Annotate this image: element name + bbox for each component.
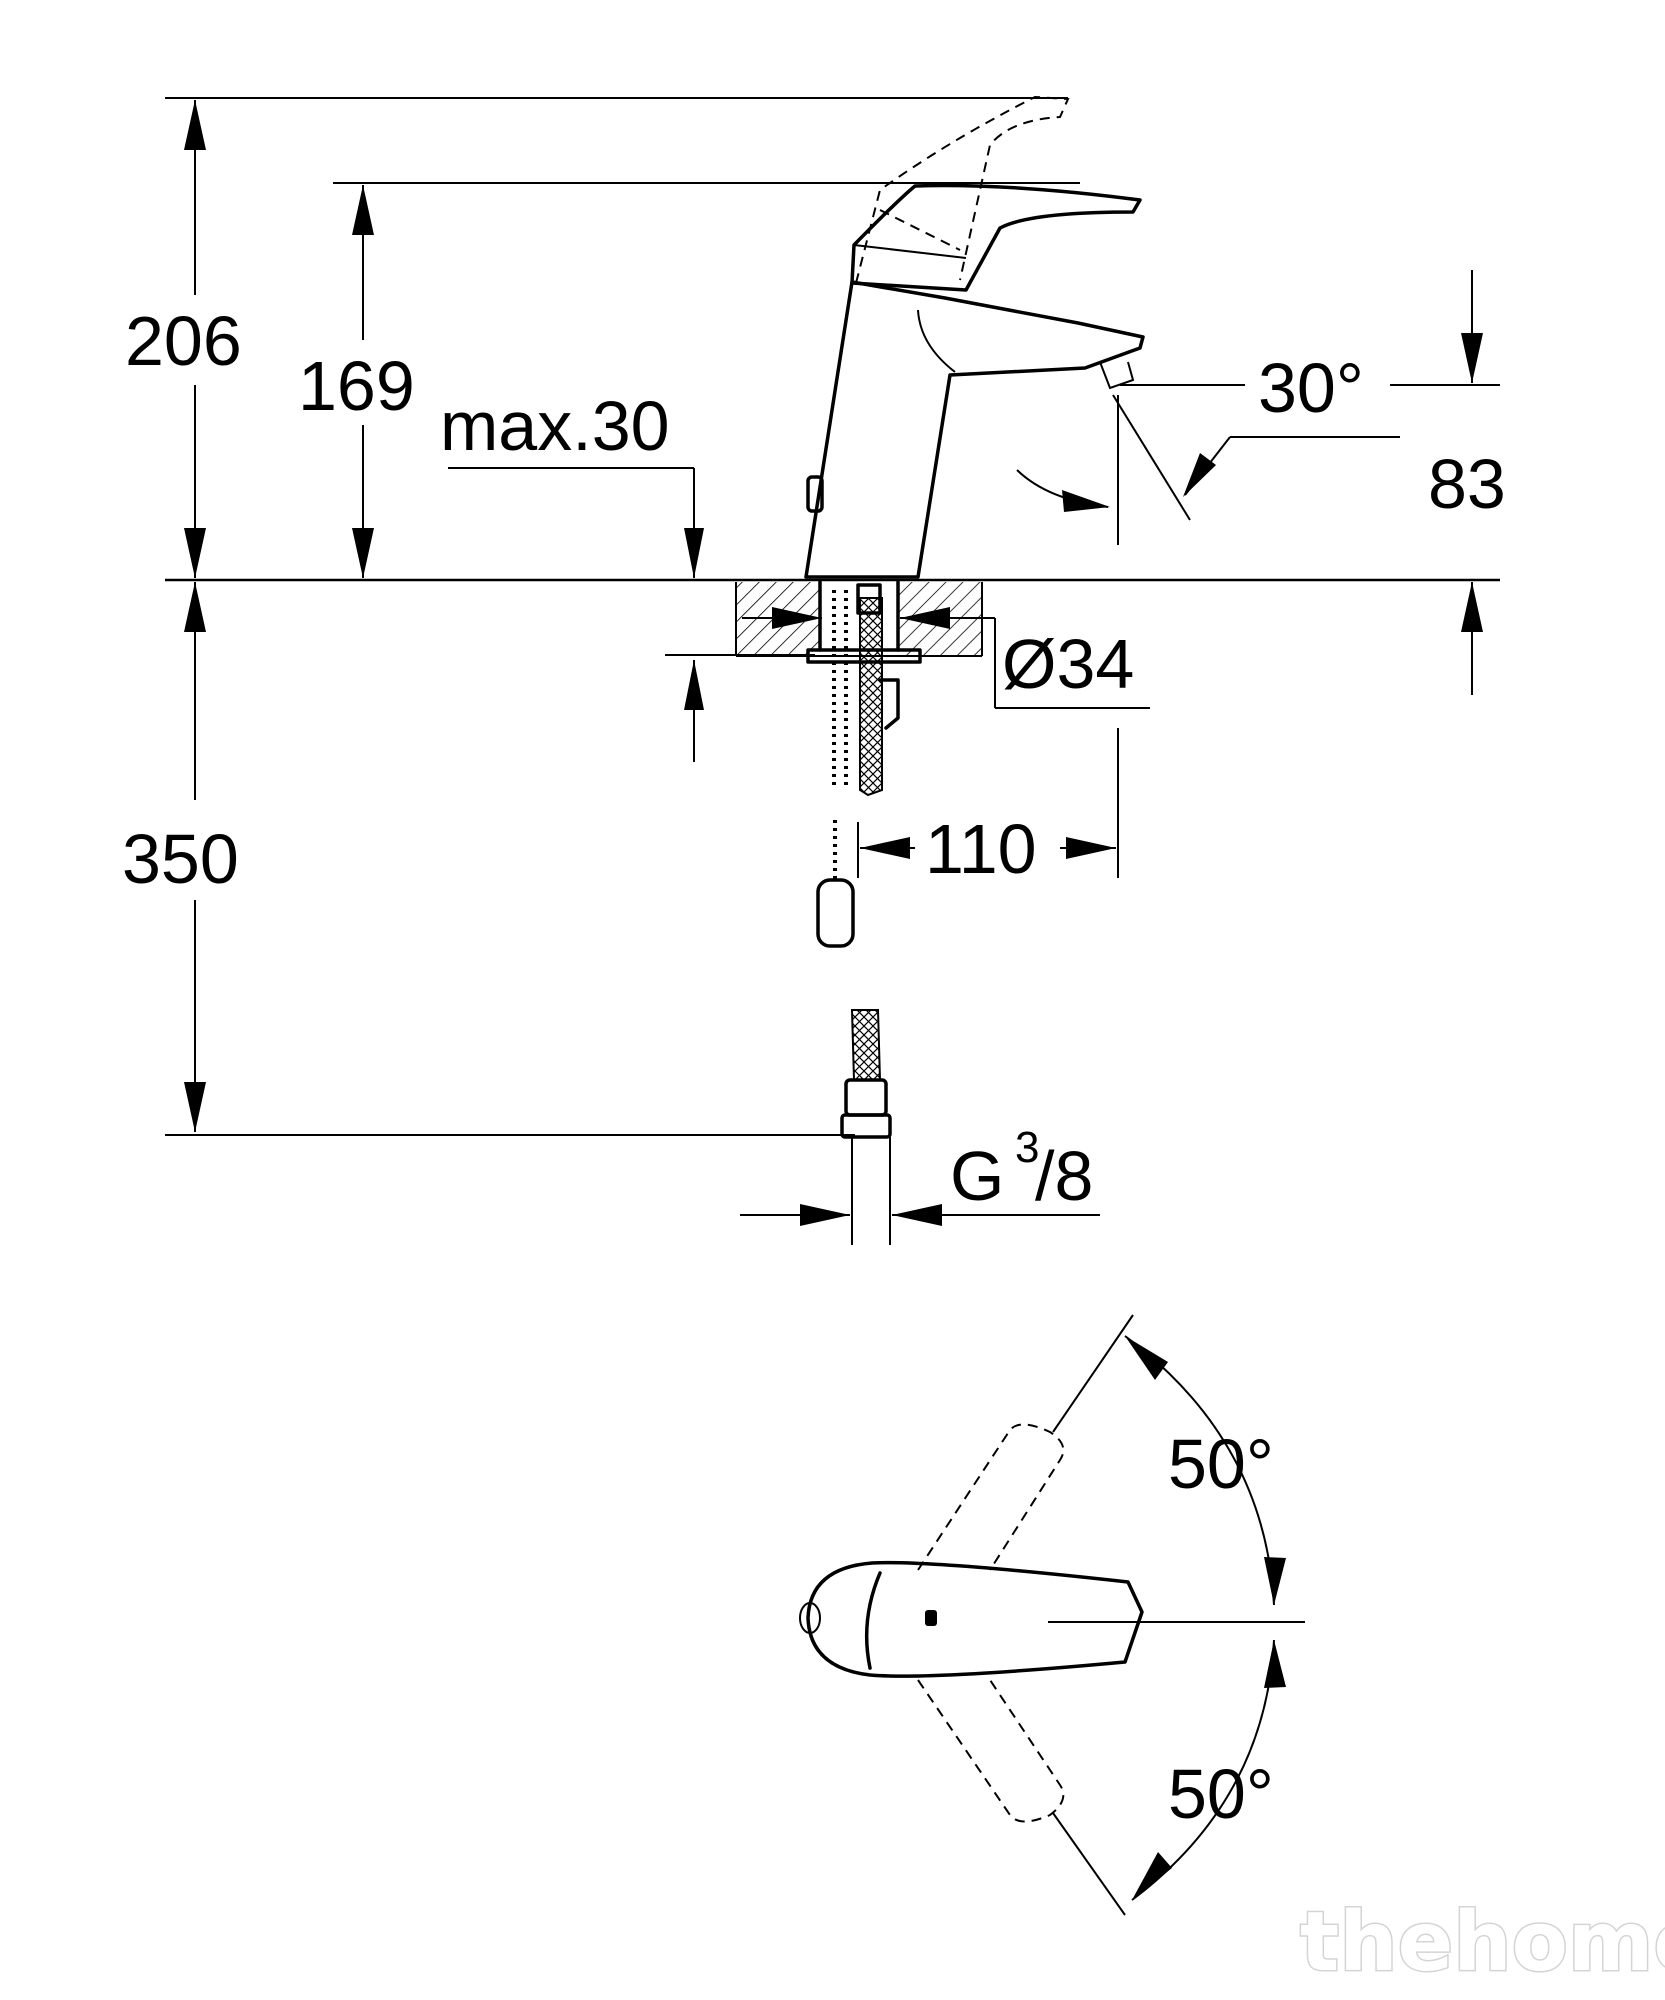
faucet-lever — [850, 183, 1142, 292]
dim-thread-denominator: /8 — [1035, 1137, 1093, 1215]
deck-section — [735, 580, 983, 664]
watermark-logo: thehome — [1300, 1895, 1665, 1990]
dim-spout-clearance-label: 83 — [1428, 445, 1506, 523]
dim-thread-numerator: 3 — [1015, 1123, 1039, 1172]
dim-deck-thickness: max.30 — [440, 387, 704, 762]
dim-hose-length: 350 — [122, 582, 239, 1132]
dim-spout-clearance: 83 — [1428, 270, 1506, 695]
dim-waste-offset: 110 — [860, 810, 1116, 888]
top-view-dim-lines — [1048, 1314, 1305, 1916]
dim-spout-angle-label: 30° — [1258, 349, 1364, 427]
flex-hose — [840, 597, 900, 1245]
faucet-lever-raised — [855, 95, 1070, 284]
dim-spout-height-label: 169 — [298, 347, 415, 425]
top-view-lever — [799, 1560, 1144, 1678]
dim-total-height-label: 206 — [125, 302, 242, 380]
dim-total-height: 206 — [125, 100, 242, 578]
dim-thread-g: G — [950, 1137, 1004, 1215]
dim-spout-height: 169 — [298, 185, 415, 578]
dim-hose-length-label: 350 — [122, 820, 239, 898]
top-view-lever-dashed — [917, 1423, 1065, 1823]
dim-thread: G 3 /8 — [740, 1123, 1100, 1226]
dim-spout-angle: 30° — [1016, 349, 1400, 521]
dim-deck-thickness-label: max.30 — [440, 387, 670, 465]
dim-lever-angle-lower: 50° — [1168, 1755, 1274, 1833]
popup-chain — [816, 590, 855, 948]
dim-waste-offset-label: 110 — [925, 810, 1037, 888]
dim-lever-angle-upper: 50° — [1168, 1425, 1274, 1503]
faucet-body — [804, 280, 1145, 579]
dim-hole-diameter-label: Ø34 — [1002, 625, 1134, 703]
